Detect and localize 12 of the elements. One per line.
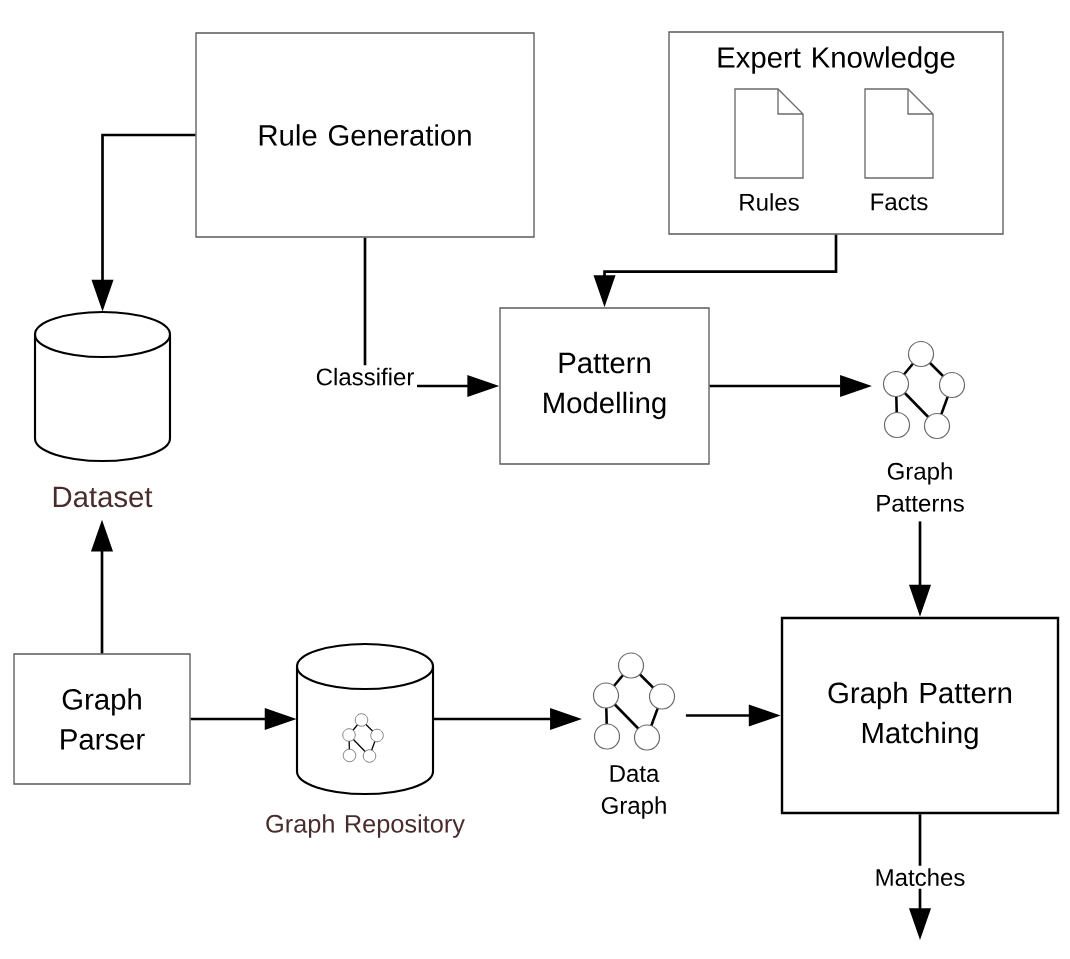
node-caption: Facts — [871, 193, 928, 211]
edge-label: Classifier — [313, 365, 417, 389]
node-caption: Graph Repository — [266, 814, 465, 838]
edge-label: Matches — [872, 865, 969, 889]
node-caption: Rules — [740, 193, 799, 211]
node-caption: Graph Patterns — [877, 462, 964, 512]
process-box: Graph Pattern Matching — [780, 616, 1060, 815]
process-box: Graph Parser — [13, 653, 191, 785]
node-caption: Dataset — [53, 486, 153, 508]
node-caption: Data Graph — [601, 765, 666, 819]
process-box: Rule Generation — [195, 32, 535, 238]
process-box: Pattern Modelling — [499, 307, 710, 465]
